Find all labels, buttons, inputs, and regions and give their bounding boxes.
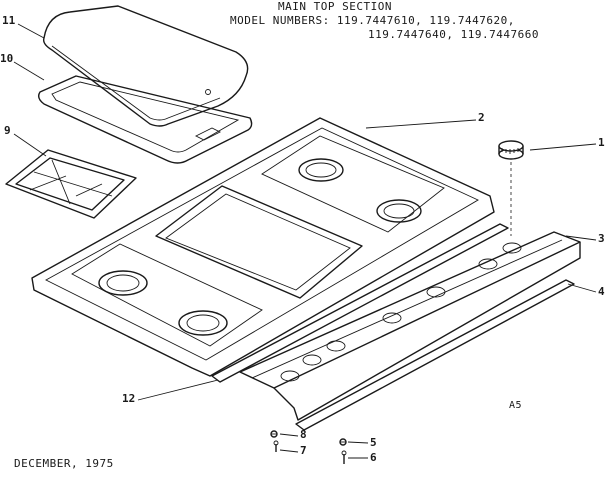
burner-grate-part-9: [5, 149, 137, 219]
control-knob-part-1: [498, 140, 524, 160]
callout-10: 10: [0, 52, 14, 65]
diagram-code: A5: [509, 400, 523, 411]
callout-9: 9: [4, 124, 11, 137]
callout-6: 6: [370, 451, 377, 464]
washer-part-7: [273, 440, 279, 452]
callout-4: 4: [598, 285, 605, 298]
model-numbers-line-1: MODEL NUMBERS: 119.7447610, 119.7447620,: [230, 14, 515, 27]
screw-part-8: [270, 430, 278, 438]
callout-3: 3: [598, 232, 605, 245]
main-top-panel-part-2: [31, 117, 495, 377]
control-panel-strip-part-3: [239, 231, 581, 421]
callout-5: 5: [370, 436, 377, 449]
trim-strip-part-4: [295, 279, 575, 431]
cover-lid-part-11: [42, 5, 249, 127]
callout-1: 1: [598, 136, 605, 149]
callout-8: 8: [300, 428, 307, 441]
publication-date: DECEMBER, 1975: [14, 457, 114, 470]
screw-part-5: [339, 438, 347, 446]
callout-2: 2: [478, 111, 485, 124]
diagram-title: MAIN TOP SECTION: [278, 0, 392, 13]
lid-frame-part-10: [37, 75, 253, 164]
callout-11: 11: [2, 14, 16, 27]
callout-7: 7: [300, 444, 307, 457]
clip-part-6: [341, 450, 347, 464]
model-numbers-line-2: 119.7447640, 119.7447660: [368, 28, 539, 41]
callout-12: 12: [122, 392, 136, 405]
